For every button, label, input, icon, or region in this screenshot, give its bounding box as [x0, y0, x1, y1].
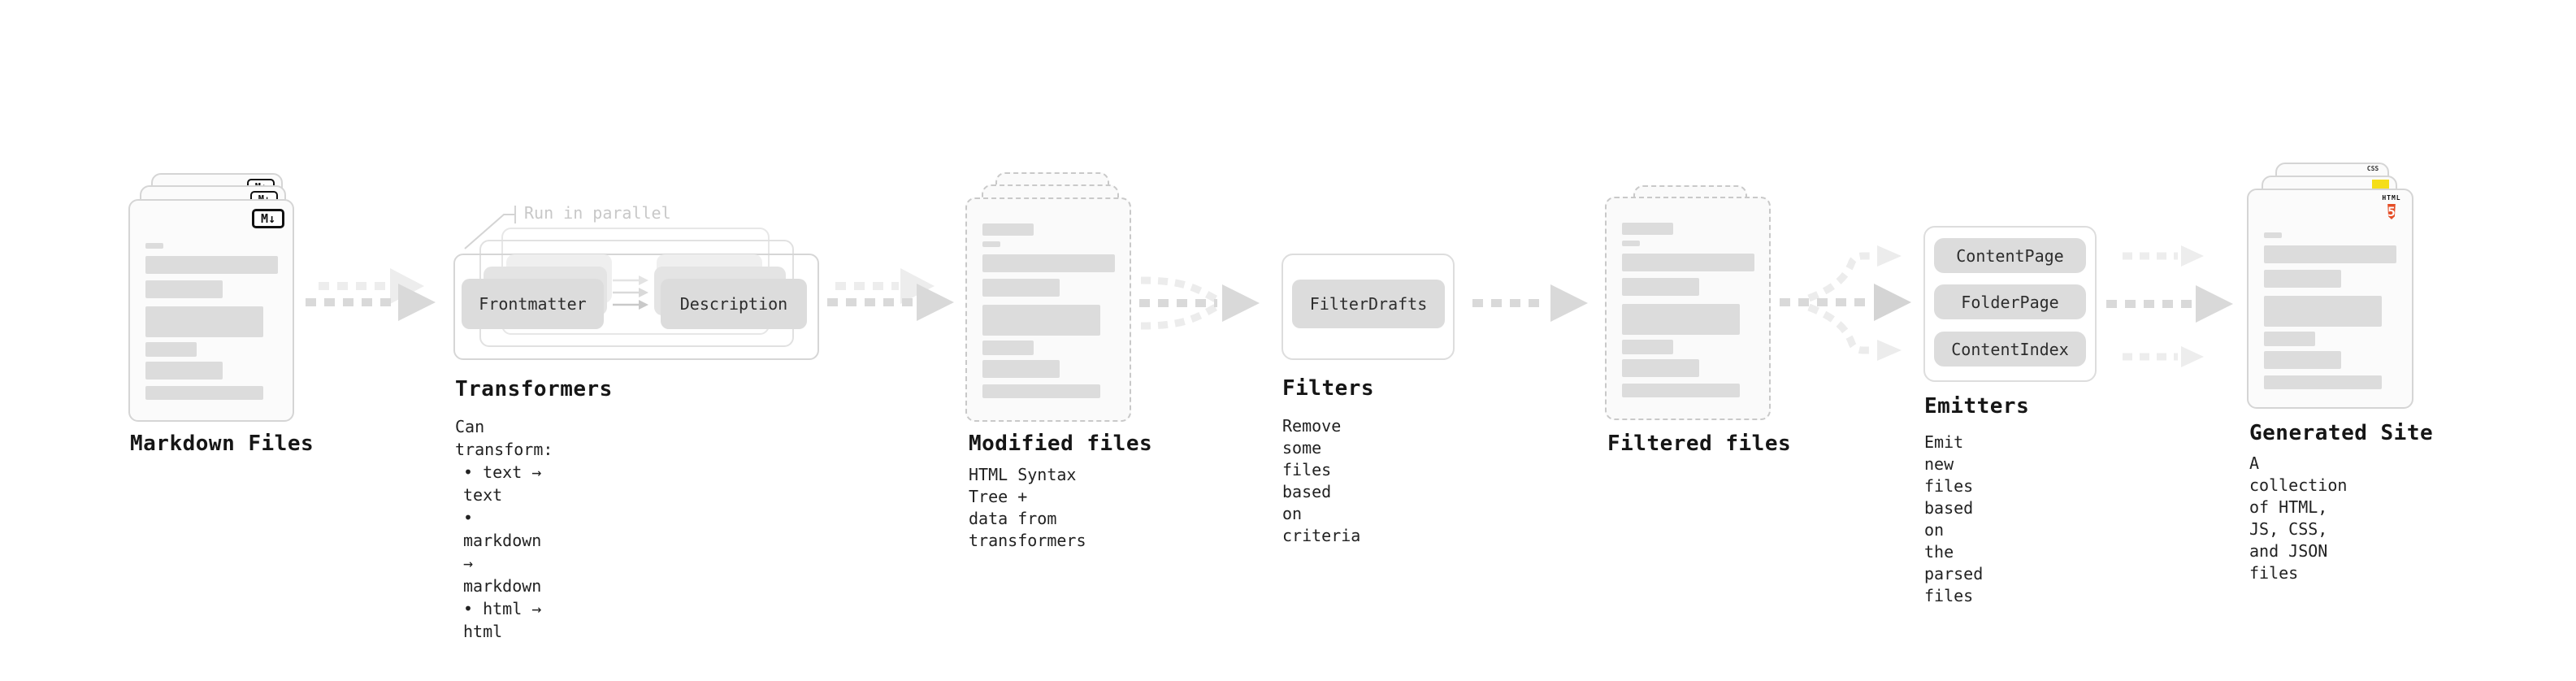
js-icon: [2372, 180, 2389, 190]
transform-rule: • html → html: [463, 599, 542, 641]
transformer-layer-1: [453, 254, 819, 360]
arrow-filters-to-filtered: [1472, 284, 1588, 322]
arrow-transformers-to-modified: [827, 268, 954, 321]
modified-file-card-front: [965, 197, 1131, 422]
stage-title-modified-files: Modified files: [969, 432, 1153, 456]
css-icon: CSS: [2366, 165, 2379, 172]
emitters-description: Emit new files based on the parsed files: [1924, 432, 1984, 605]
emitter-contentindex: ContentIndex: [1934, 332, 2086, 367]
markdown-icon: M↓: [252, 209, 284, 228]
stage-title-transformers: Transformers: [455, 377, 613, 401]
emitter-contentpage: ContentPage: [1934, 238, 2086, 273]
transform-rule: • markdown → markdown: [463, 508, 542, 596]
transformer-frontmatter: Frontmatter: [462, 279, 604, 329]
generated-site-description: A collection of HTML, JS, CSS, and JSON …: [2249, 453, 2348, 583]
arrow-modified-to-filters: [1139, 276, 1260, 330]
filters-description: Remove some files based on criteria: [1282, 416, 1361, 545]
transformer-description: Description: [661, 279, 807, 329]
filtered-file-card-front: [1605, 197, 1771, 420]
stage-title-generated-site: Generated Site: [2249, 421, 2434, 445]
run-in-parallel-note: Run in parallel: [524, 203, 671, 223]
transform-rule: • text → text: [463, 462, 542, 505]
transformers-capabilities: Can transform: • text → text • markdown …: [455, 415, 553, 643]
modified-files-description: HTML Syntax Tree + data from transformer…: [969, 465, 1086, 550]
arrow-filtered-to-emitters: [1780, 245, 1911, 361]
stage-title-emitters: Emitters: [1924, 394, 2030, 419]
generated-file-card-html: HTML 5: [2247, 189, 2413, 409]
stage-title-filters: Filters: [1282, 376, 1375, 401]
transformers-intro: Can transform:: [455, 417, 553, 459]
filter-filterdrafts: FilterDrafts: [1292, 280, 1445, 328]
arrow-emitters-to-generated: [2106, 245, 2233, 367]
stage-title-markdown-files: Markdown Files: [130, 432, 314, 456]
markdown-file-card-front: M↓: [128, 199, 294, 422]
arrow-markdown-to-transformers: [306, 268, 436, 321]
stage-title-filtered-files: Filtered files: [1607, 432, 1792, 456]
html5-icon: HTML 5: [2382, 194, 2401, 219]
emitter-folderpage: FolderPage: [1934, 284, 2086, 319]
